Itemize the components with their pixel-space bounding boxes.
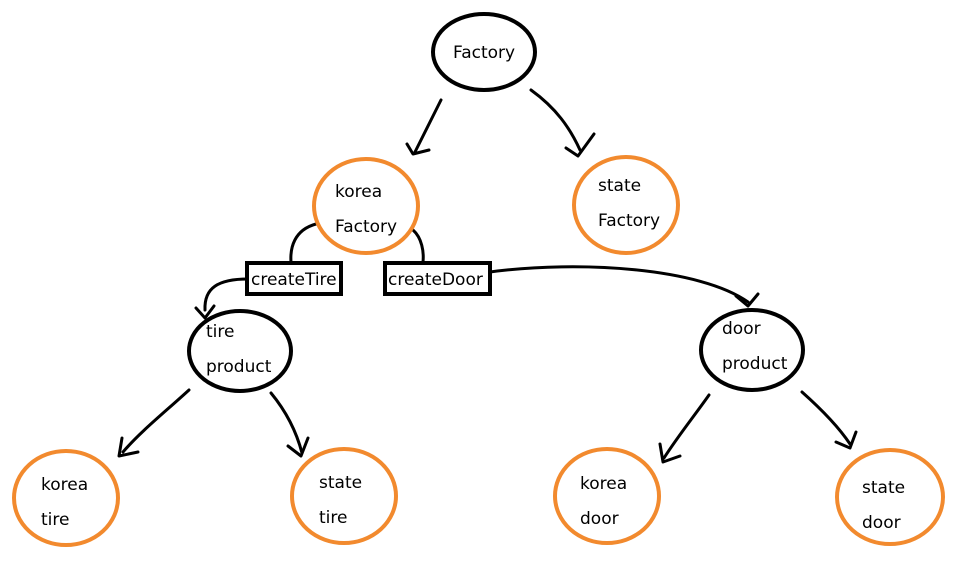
node-state-door-outline xyxy=(835,448,945,546)
node-door-product-line1: door xyxy=(722,319,761,339)
arrowhead-state-tire xyxy=(286,436,310,458)
method-createtire: createTire xyxy=(245,261,343,296)
node-door-product-line2: product xyxy=(722,354,788,374)
node-tire-product-outline xyxy=(187,309,293,393)
node-state-tire: state tire xyxy=(290,447,398,545)
node-korea-door: korea door xyxy=(553,447,661,545)
node-state-tire-outline xyxy=(290,447,398,545)
connector-korea-factory-to-createtire xyxy=(289,222,318,264)
method-createdoor: createDoor xyxy=(383,261,492,296)
arrow-createdoor-to-door-product xyxy=(488,265,750,304)
method-createtire-box xyxy=(245,261,343,296)
arrow-door-product-to-state-door xyxy=(800,390,852,446)
arrowhead-korea-tire xyxy=(117,436,140,458)
node-korea-tire: korea tire xyxy=(12,449,120,547)
node-korea-tire-line1: korea xyxy=(41,475,88,495)
arrowhead-tire-product xyxy=(194,304,216,320)
node-korea-tire-line2: tire xyxy=(41,510,69,530)
node-door-product: door product xyxy=(699,308,805,392)
method-createdoor-box xyxy=(383,261,492,296)
node-korea-factory-line2: Factory xyxy=(335,217,397,237)
node-korea-factory: korea Factory xyxy=(312,157,420,255)
arrow-door-product-to-korea-door xyxy=(662,393,711,460)
node-factory-label: Factory xyxy=(453,43,515,63)
arrow-factory-to-state-factory xyxy=(529,88,582,152)
node-state-factory-outline xyxy=(572,155,680,255)
node-korea-door-line2: door xyxy=(580,509,619,529)
node-state-tire-line1: state xyxy=(319,473,362,493)
node-korea-door-outline xyxy=(553,447,661,545)
node-state-factory-line1: state xyxy=(598,176,641,196)
node-tire-product-line2: product xyxy=(206,357,272,377)
node-state-factory-line2: Factory xyxy=(598,211,660,231)
method-createdoor-label: createDoor xyxy=(388,270,483,290)
arrowhead-door-product xyxy=(734,292,760,308)
arrowhead-state-factory xyxy=(564,132,596,158)
method-createtire-label: createTire xyxy=(251,270,337,290)
node-korea-factory-line1: korea xyxy=(335,182,382,202)
node-tire-product: tire product xyxy=(187,309,293,393)
node-korea-tire-outline xyxy=(12,449,120,547)
node-factory: Factory xyxy=(431,12,537,92)
node-factory-outline xyxy=(431,12,537,92)
connector-korea-factory-to-createdoor xyxy=(411,228,425,264)
node-state-tire-line2: tire xyxy=(319,508,347,528)
node-state-door: state door xyxy=(835,448,945,546)
arrow-createtire-to-tire-product xyxy=(203,277,250,312)
node-korea-door-line1: korea xyxy=(580,474,627,494)
arrowhead-state-door xyxy=(834,430,858,450)
arrowhead-korea-factory xyxy=(405,142,431,156)
node-tire-product-line1: tire xyxy=(206,322,234,342)
arrowhead-korea-door xyxy=(658,442,682,464)
node-state-factory: state Factory xyxy=(572,155,680,255)
node-state-door-line2: door xyxy=(862,513,901,533)
arrow-tire-product-to-korea-tire xyxy=(121,388,191,454)
arrow-tire-product-to-state-tire xyxy=(269,391,304,455)
node-state-door-line1: state xyxy=(862,478,905,498)
arrow-factory-to-korea-factory xyxy=(413,98,443,154)
node-korea-factory-outline xyxy=(312,157,420,255)
node-door-product-outline xyxy=(699,308,805,392)
